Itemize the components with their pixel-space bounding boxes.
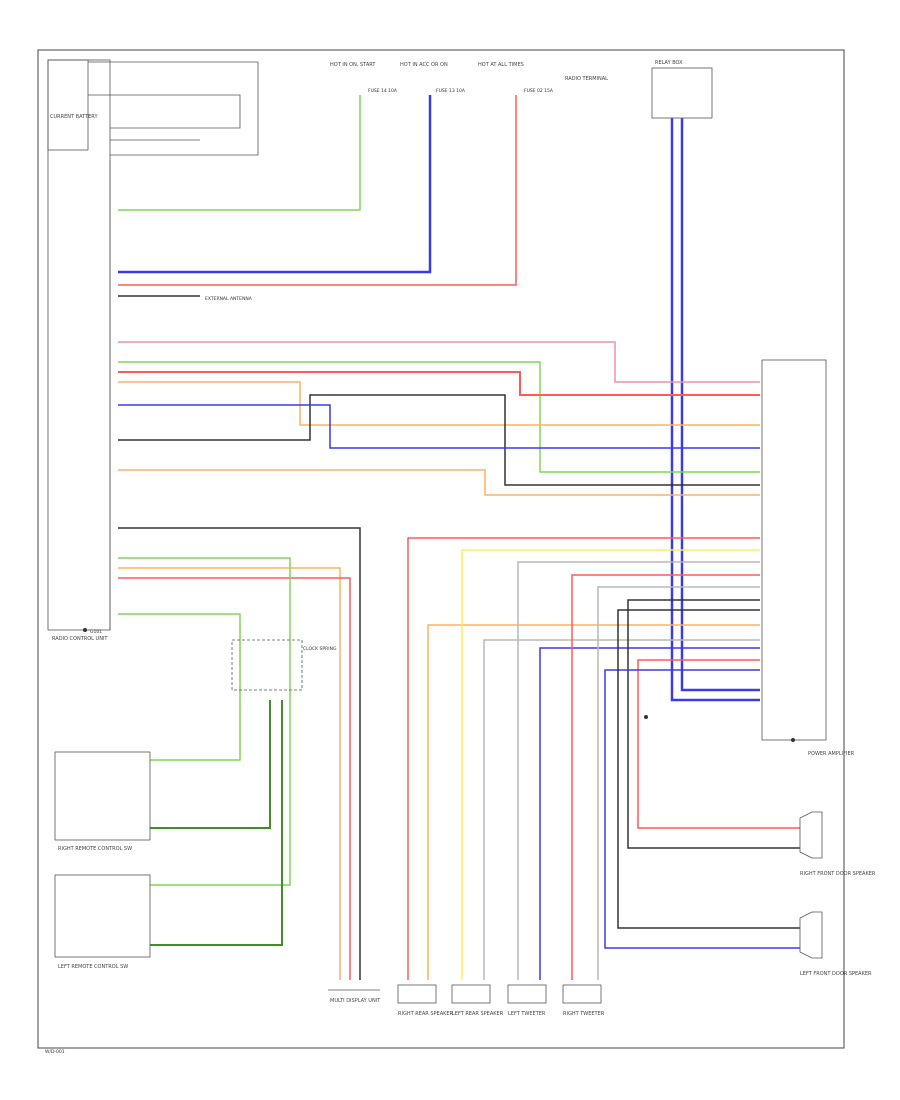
left-tweeter: LEFT TWEETER — [507, 984, 547, 1017]
left-front-speaker-label: LEFT FRONT DOOR SPEAKER — [800, 971, 872, 977]
left-rear-speaker-label: LEFT REAR SPEAKER — [452, 1011, 504, 1017]
left-tweeter-label: LEFT TWEETER — [508, 1011, 546, 1017]
fuse-headers: HOT IN ON, START HOT IN ACC OR ON HOT AT… — [330, 62, 608, 94]
right-remote-label: RIGHT REMOTE CONTROL SW — [58, 846, 132, 852]
left-remote-switch: LEFT REMOTE CONTROL SW — [54, 874, 151, 970]
wire-black-front-l — [617, 609, 800, 929]
wire-green-feed — [118, 95, 361, 211]
wire-green-signal — [118, 361, 760, 473]
antenna-label: EXTERNAL ANTENNA — [205, 296, 253, 302]
fuse-label-3: FUSE 02 15A — [524, 88, 554, 94]
right-front-speaker-label: RIGHT FRONT DOOR SPEAKER — [800, 871, 876, 877]
wire-gray-spk-lr — [483, 639, 760, 980]
wire-yellow-spk-lr — [461, 549, 760, 980]
right-remote-switch: RIGHT REMOTE CONTROL SW — [54, 751, 151, 852]
wire-blue-signal — [118, 404, 760, 449]
diagram-frame — [37, 49, 845, 1049]
fuse-label-1: FUSE 14 10A — [368, 88, 398, 94]
clock-spring-label: CLOCK SPRING — [303, 646, 337, 652]
ground-symbol-left: G101 — [83, 628, 102, 635]
radio-connector: RADIO CONTROL UNIT — [52, 160, 111, 642]
wire-black-signal — [118, 394, 760, 486]
radio-unit-label: RADIO CONTROL UNIT — [52, 636, 108, 642]
wire-green-remote — [118, 613, 241, 761]
battery-box: CURRENT BATTERY — [47, 59, 259, 631]
wire-orange-signal — [118, 381, 760, 426]
fuse-label-2: FUSE 13 10A — [436, 88, 466, 94]
right-front-speaker: RIGHT FRONT DOOR SPEAKER — [799, 811, 876, 877]
wire-blue-feed — [118, 95, 432, 274]
amplifier-connector: POWER AMPLIFIER — [761, 359, 855, 757]
clock-spring: CLOCK SPRING — [231, 639, 337, 691]
fuse-header-2: HOT IN ACC OR ON — [400, 62, 448, 68]
wire-gray-tweeter-r — [597, 586, 760, 980]
wire-pink-signal — [118, 341, 760, 383]
left-remote-label: LEFT REMOTE CONTROL SW — [58, 964, 128, 970]
wire-black-front-r — [627, 599, 800, 849]
wire-darkgreen-remote-1 — [150, 700, 271, 829]
wire-red-tweeter-r — [571, 574, 760, 980]
wire-orange-remote — [118, 567, 341, 980]
relay-box-label: RELAY BOX — [655, 60, 683, 66]
left-front-speaker: LEFT FRONT DOOR SPEAKER — [799, 911, 872, 977]
wire-darkgreen-remote-2 — [150, 700, 283, 946]
wire-gray-tweeter-l — [517, 561, 760, 980]
wire-blue-front-l — [604, 669, 800, 949]
wire-blue-tweeter-l — [539, 647, 760, 980]
fuse-header-1: HOT IN ON, START — [330, 62, 376, 68]
wire-orange-signal-2 — [118, 469, 760, 496]
right-tweeter: RIGHT TWEETER — [562, 984, 605, 1017]
wire-black-remote — [118, 527, 361, 980]
amplifier-label: POWER AMPLIFIER — [808, 751, 855, 757]
fuse-header-3: HOT AT ALL TIMES — [478, 62, 524, 68]
fuse-header-4: RADIO TERMINAL — [565, 76, 608, 82]
wire-blue-relay-2 — [680, 118, 760, 692]
ground-symbol-right — [644, 715, 795, 742]
battery-box-label: CURRENT BATTERY — [50, 114, 98, 120]
wire-blue-relay-1 — [670, 118, 760, 702]
right-rear-speaker-label: RIGHT REAR SPEAKER — [398, 1011, 454, 1017]
wire-red-signal — [118, 371, 760, 396]
wire-red-front-r — [637, 659, 800, 829]
multi-display-unit: MULTI DISPLAY UNIT — [328, 989, 381, 1004]
wire-green-remote-2 — [118, 557, 291, 886]
wire-red-spk-rr — [407, 537, 760, 980]
right-tweeter-label: RIGHT TWEETER — [563, 1011, 605, 1017]
right-rear-speaker: RIGHT REAR SPEAKER — [397, 984, 454, 1017]
page-tag: W/D-001 — [45, 1049, 65, 1055]
ground-label: G101 — [90, 629, 102, 635]
relay-box: RELAY BOX — [651, 60, 713, 119]
wire-red-feed — [118, 95, 517, 286]
wire-orange-spk-rr — [427, 624, 760, 980]
wire-red-remote — [118, 577, 351, 980]
left-rear-speaker: LEFT REAR SPEAKER — [451, 984, 504, 1017]
multi-display-label: MULTI DISPLAY UNIT — [330, 998, 381, 1004]
